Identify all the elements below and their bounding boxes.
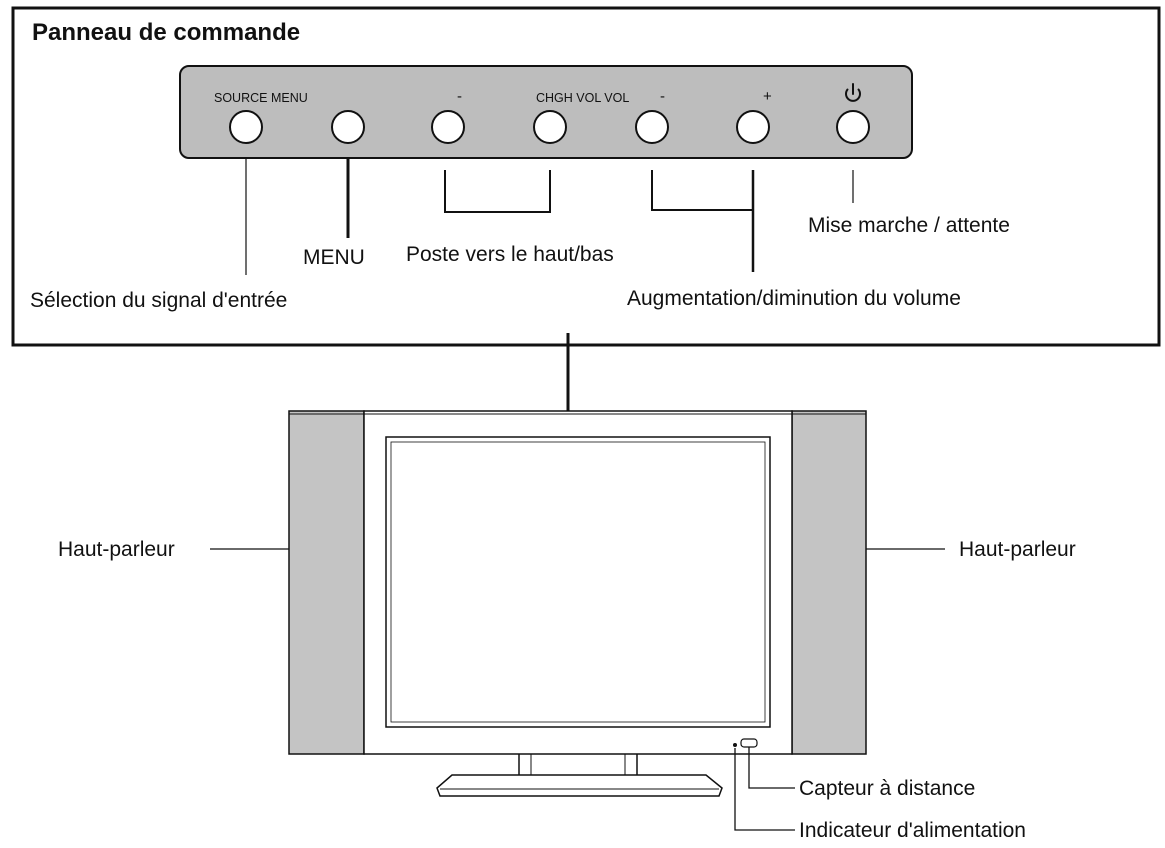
callout-channel: Poste vers le haut/bas (406, 243, 614, 266)
callout-volume: Augmentation/diminution du volume (627, 287, 961, 310)
callout-speaker-right: Haut-parleur (959, 538, 1076, 561)
tv-callout-lines (210, 548, 945, 831)
label-chgh-vol-vol: CHGH VOL VOL (536, 91, 629, 105)
callout-source: Sélection du signal d'entrée (30, 289, 287, 312)
label-plus: + (763, 88, 772, 105)
power-icon (845, 83, 861, 102)
control-panel-frame (11, 6, 1161, 347)
speaker-right (791, 410, 867, 755)
panel-title: Panneau de commande (32, 19, 300, 46)
volume-down-button[interactable] (635, 110, 669, 144)
tv-screen (385, 436, 771, 728)
callout-speaker-left: Haut-parleur (58, 538, 175, 561)
source-button[interactable] (229, 110, 263, 144)
power-indicator-led (733, 743, 737, 747)
callout-power: Mise marche / attente (808, 214, 1010, 237)
label-source-menu: SOURCE MENU (214, 91, 308, 105)
volume-up-button[interactable] (736, 110, 770, 144)
power-button[interactable] (836, 110, 870, 144)
remote-sensor-window (740, 738, 758, 748)
label-minus-volume: - (660, 88, 665, 105)
callout-power-indicator: Indicateur d'alimentation (799, 819, 1026, 842)
menu-button[interactable] (331, 110, 365, 144)
callout-menu: MENU (303, 246, 365, 269)
tv-stand-base (436, 774, 723, 797)
label-minus-channel: - (457, 88, 462, 105)
callout-remote-sensor: Capteur à distance (799, 777, 975, 800)
callout-lines (245, 158, 854, 413)
tv-set (288, 410, 867, 797)
tv-stand-neck (518, 751, 638, 777)
channel-up-button[interactable] (533, 110, 567, 144)
channel-down-button[interactable] (431, 110, 465, 144)
speaker-left (288, 410, 365, 755)
